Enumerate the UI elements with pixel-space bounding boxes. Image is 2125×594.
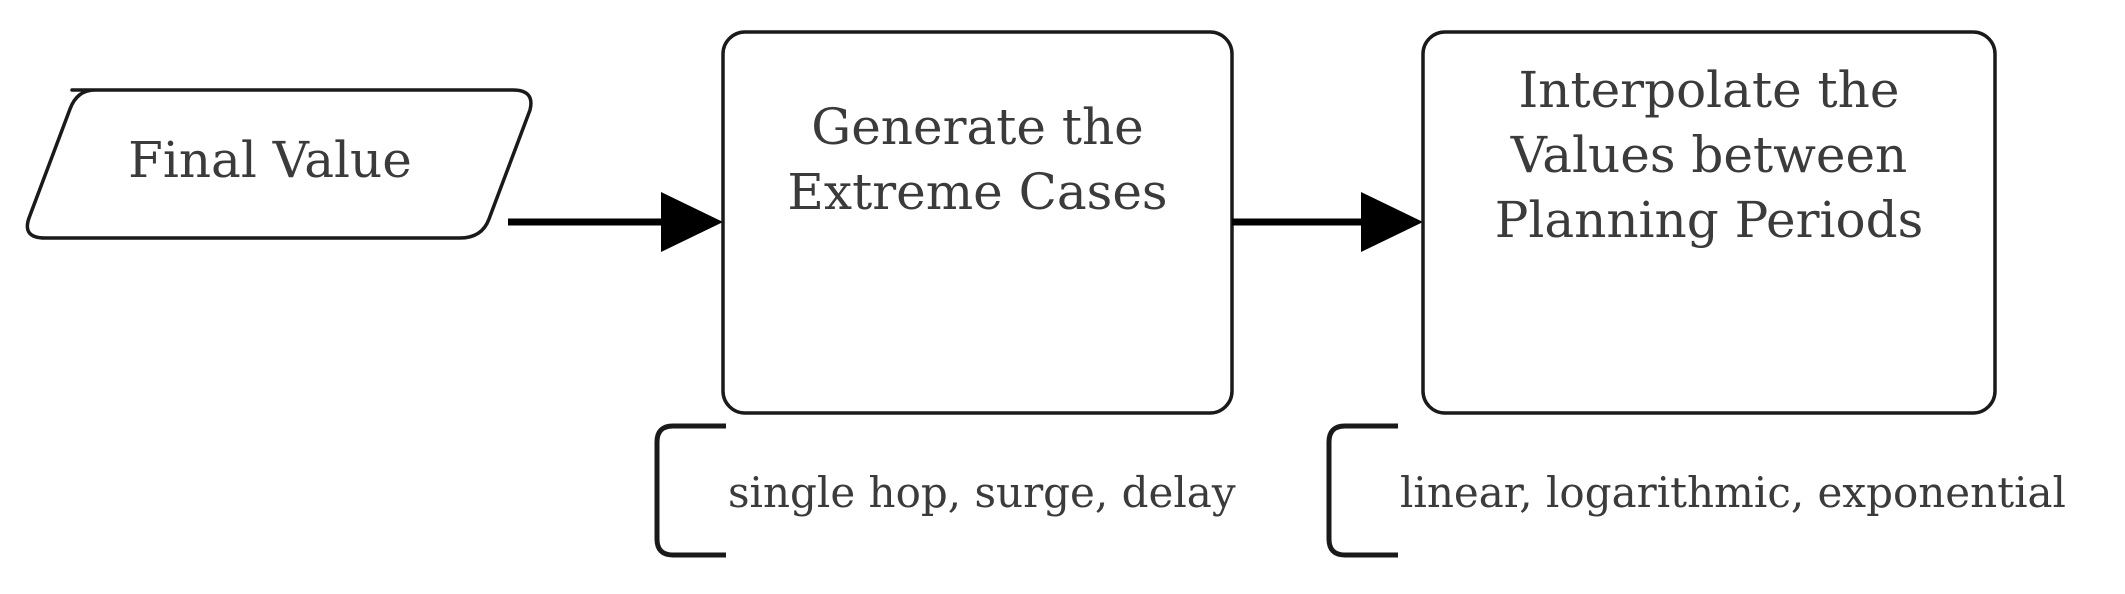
node-generate-extreme-cases-shape[interactable]	[721, 30, 1234, 415]
edge-final-value-to-generate	[508, 192, 723, 252]
node-final-value-shape[interactable]	[25, 88, 533, 240]
annotation-bracket-2-icon	[1326, 423, 1398, 558]
edge-1-arrowhead	[661, 192, 723, 252]
annotation-bracket-1-icon	[654, 423, 726, 558]
edge-2-arrowhead	[1361, 192, 1423, 252]
edge-generate-to-interpolate	[1232, 192, 1423, 252]
node-interpolate-values-shape[interactable]	[1421, 30, 1997, 415]
